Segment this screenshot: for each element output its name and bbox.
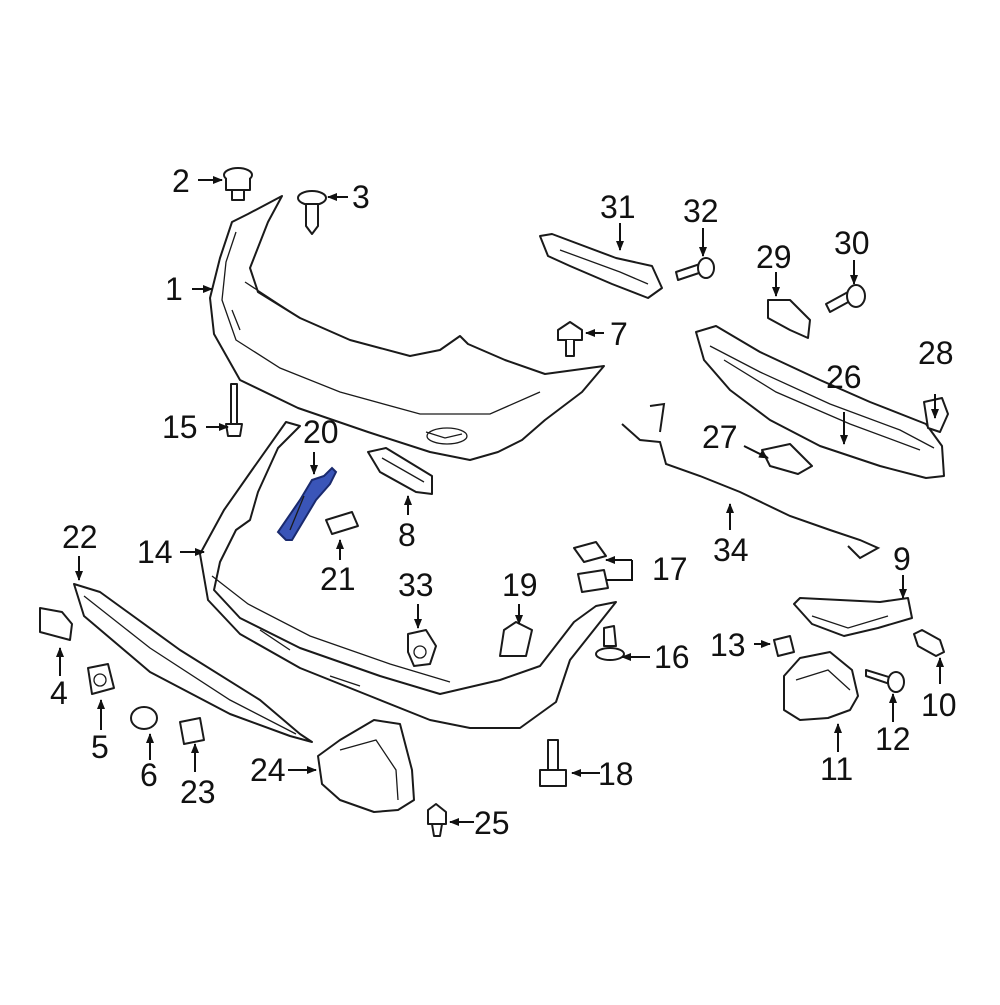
- callout-labels: 1 2 3 4 5 6 7 8 9 10 11 12 13 14 15 16 1…: [50, 163, 957, 841]
- part-6-plug[interactable]: [130, 706, 158, 730]
- part-29-bracket-plate[interactable]: [767, 299, 811, 339]
- part-12-screw[interactable]: [865, 669, 905, 693]
- part-13-clip[interactable]: [773, 635, 795, 657]
- part-21-spacer[interactable]: [325, 511, 359, 535]
- callout-20: 20: [303, 414, 339, 450]
- part-10-bolt[interactable]: [913, 629, 945, 657]
- part-14-lower-bumper[interactable]: [199, 421, 617, 729]
- callout-9: 9: [893, 541, 911, 577]
- part-5-sensor-holder[interactable]: [87, 663, 115, 695]
- callout-10: 10: [921, 687, 957, 723]
- part-32-screw[interactable]: [675, 257, 715, 281]
- callout-32: 32: [683, 193, 719, 229]
- part-15-rivet[interactable]: [225, 383, 243, 437]
- part-23-tag[interactable]: [179, 717, 205, 745]
- part-33-sensor[interactable]: [407, 629, 437, 667]
- callout-30: 30: [834, 225, 870, 261]
- part-30-bolt[interactable]: [825, 284, 866, 313]
- part-34-wiring-harness[interactable]: [621, 402, 881, 560]
- part-2-bolt[interactable]: [223, 167, 253, 201]
- callout-27: 27: [702, 419, 738, 455]
- callout-31: 31: [600, 189, 636, 225]
- part-1-bumper-cover[interactable]: [209, 195, 605, 461]
- part-24-splash-shield[interactable]: [317, 719, 415, 813]
- callout-4: 4: [50, 675, 68, 711]
- callout-15: 15: [162, 409, 198, 445]
- callout-2: 2: [172, 163, 190, 199]
- callout-33: 33: [398, 567, 434, 603]
- part-16-push-clip[interactable]: [595, 625, 625, 661]
- part-25-clip[interactable]: [427, 803, 447, 837]
- part-7-bolt[interactable]: [557, 321, 583, 357]
- part-3-screw[interactable]: [297, 190, 327, 235]
- leader-arrows: [56, 176, 944, 826]
- part-27-bracket[interactable]: [761, 443, 813, 475]
- part-17-clip-set[interactable]: [573, 541, 609, 593]
- part-8-reflector[interactable]: [367, 447, 433, 495]
- callout-11: 11: [820, 751, 853, 787]
- part-11-bracket[interactable]: [783, 651, 859, 721]
- callout-13: 13: [710, 627, 746, 663]
- callout-29: 29: [756, 239, 792, 275]
- part-20-fill: [276, 466, 338, 541]
- callout-16: 16: [654, 639, 690, 675]
- callout-25: 25: [474, 805, 510, 841]
- callout-1: 1: [165, 271, 183, 307]
- part-20-reinforcement[interactable]: [276, 466, 338, 541]
- callout-7: 7: [610, 316, 628, 352]
- part-18-bolt[interactable]: [539, 739, 567, 787]
- callout-34: 34: [713, 532, 749, 568]
- callout-8: 8: [398, 517, 416, 553]
- callout-18: 18: [598, 756, 634, 792]
- callout-14: 14: [137, 534, 173, 570]
- callout-5: 5: [91, 729, 109, 765]
- callout-19: 19: [502, 567, 538, 603]
- part-4-cap[interactable]: [39, 607, 73, 641]
- callout-17: 17: [652, 551, 688, 587]
- part-31-trim[interactable]: [539, 233, 663, 299]
- callout-22: 22: [62, 519, 98, 555]
- part-9-bracket[interactable]: [793, 597, 913, 637]
- callout-21: 21: [320, 561, 356, 597]
- callout-23: 23: [180, 774, 216, 810]
- callout-6: 6: [140, 757, 158, 793]
- part-19-bracket[interactable]: [499, 621, 533, 657]
- callout-12: 12: [875, 721, 911, 757]
- part-22-lower-trim[interactable]: [73, 583, 313, 743]
- callout-3: 3: [352, 179, 370, 215]
- callout-28: 28: [918, 335, 954, 371]
- callout-26: 26: [826, 359, 862, 395]
- callout-24: 24: [250, 752, 286, 788]
- part-26-absorber[interactable]: [695, 325, 945, 479]
